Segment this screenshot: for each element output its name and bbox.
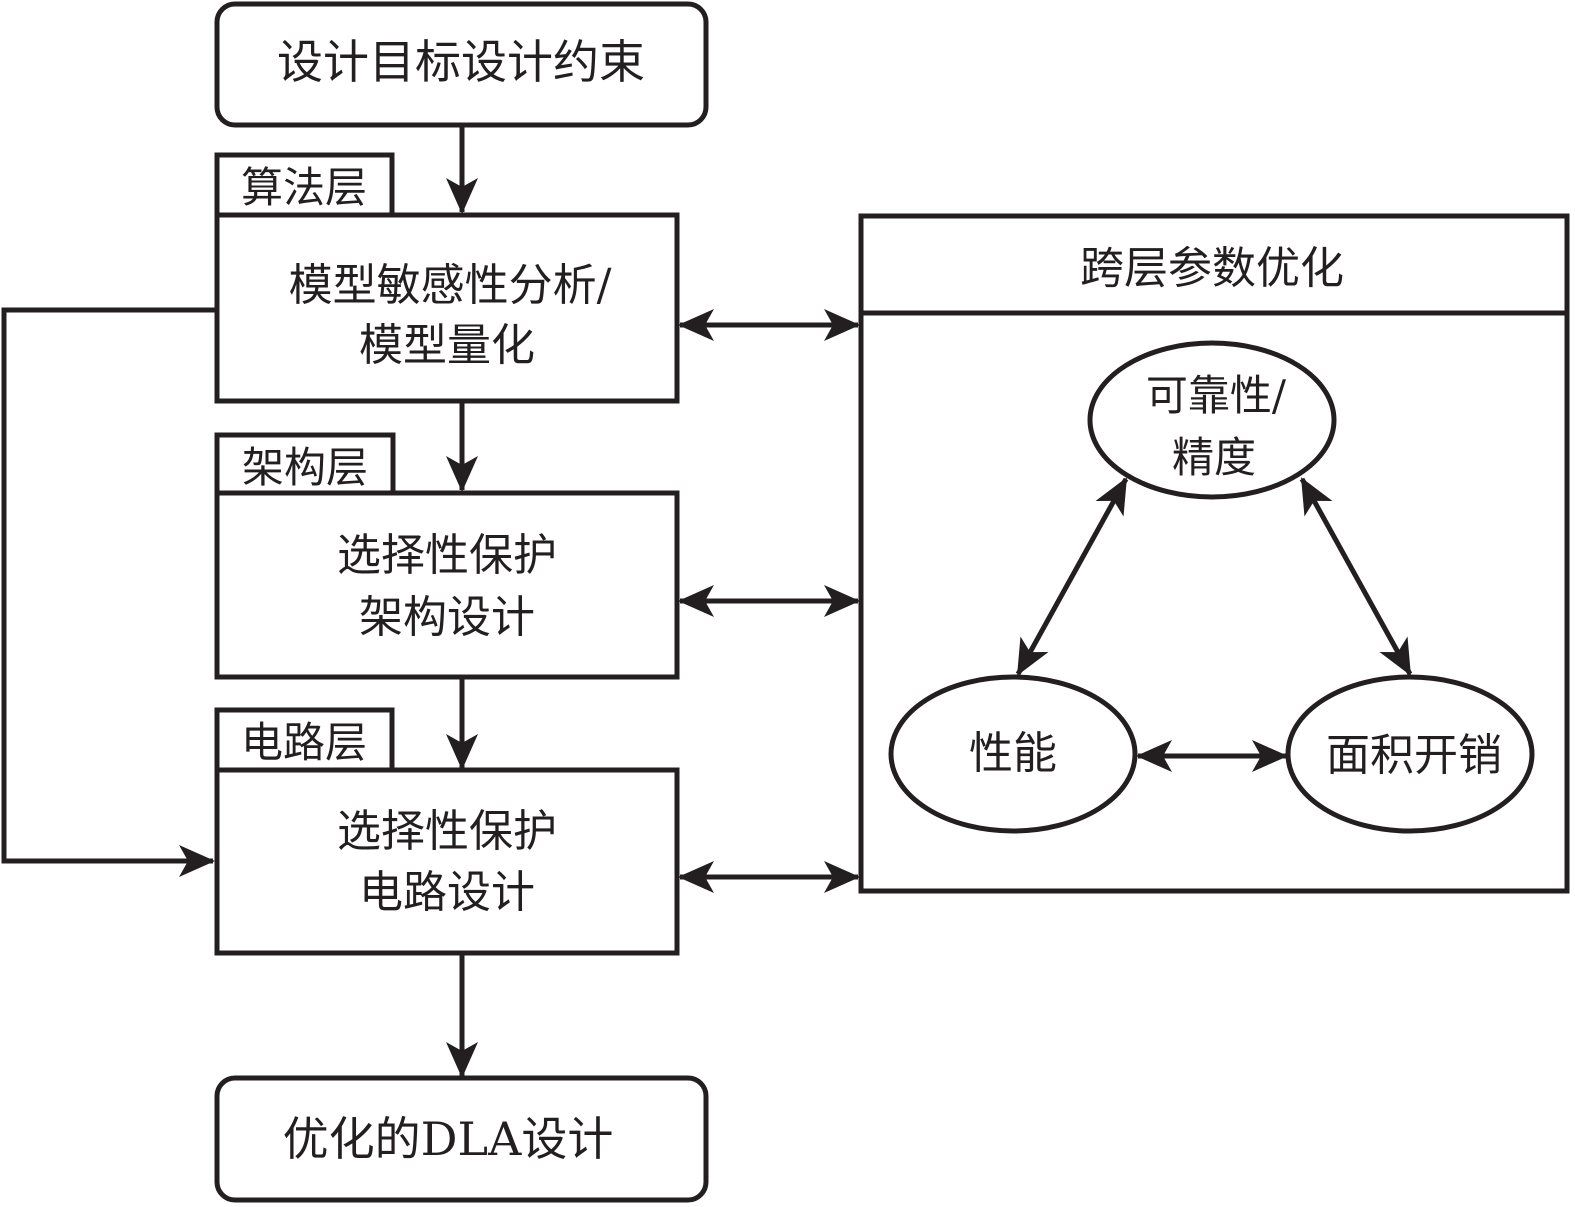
- layer-circuit: 电路层 选择性保护 电路设计: [214, 707, 680, 956]
- layer-text-line-2: 架构设计: [359, 592, 535, 643]
- layer-box: [214, 767, 680, 956]
- node-label-line-1: 可靠性/: [1146, 371, 1287, 420]
- layer-box: [214, 490, 680, 680]
- layer-tag-label: 架构层: [242, 443, 368, 492]
- layer-text-line-1: 模型敏感性分析/: [289, 260, 612, 311]
- node-ellipse: [1087, 340, 1337, 500]
- node-label: 性能: [969, 728, 1057, 779]
- layer-architecture: 架构层 选择性保护 架构设计: [214, 432, 680, 680]
- end-box: [214, 1075, 709, 1203]
- arrow-algorithm-bypass-to-circuit: [1, 307, 217, 877]
- start-label: 设计目标设计约束: [277, 35, 645, 89]
- layer-text-line-1: 选择性保护: [337, 806, 557, 857]
- start-node: 设计目标设计约束: [214, 1, 709, 128]
- layer-text-line-2: 电路设计: [359, 867, 535, 918]
- layer-text-line-2: 模型量化: [359, 320, 535, 371]
- end-label: 优化的DLA设计: [283, 1112, 614, 1166]
- node-reliability: 可靠性/ 精度: [1087, 340, 1337, 500]
- node-label-line-2: 精度: [1172, 433, 1256, 482]
- optimization-title: 跨层参数优化: [1080, 243, 1344, 294]
- optimization-panel: 跨层参数优化 可靠性/ 精度 性能 面积开销: [858, 213, 1570, 894]
- layer-tag-box: [214, 432, 396, 498]
- layer-tag-label: 算法层: [241, 163, 367, 212]
- node-label: 面积开销: [1326, 730, 1502, 781]
- end-node: 优化的DLA设计: [214, 1075, 709, 1203]
- layer-tag-label: 电路层: [241, 718, 367, 767]
- node-ellipse: [888, 674, 1138, 834]
- layer-text-line-1: 选择性保护: [337, 530, 557, 581]
- layer-algorithm: 算法层 模型敏感性分析/ 模型量化: [214, 152, 680, 404]
- arrow-reliability-performance: [1015, 477, 1129, 676]
- layer-box: [214, 212, 680, 404]
- node-ellipse: [1285, 674, 1535, 834]
- node-performance: 性能: [888, 674, 1138, 834]
- layer-tag-box: [214, 152, 395, 218]
- arrow-reliability-area: [1299, 477, 1413, 676]
- node-area: 面积开销: [1285, 674, 1535, 834]
